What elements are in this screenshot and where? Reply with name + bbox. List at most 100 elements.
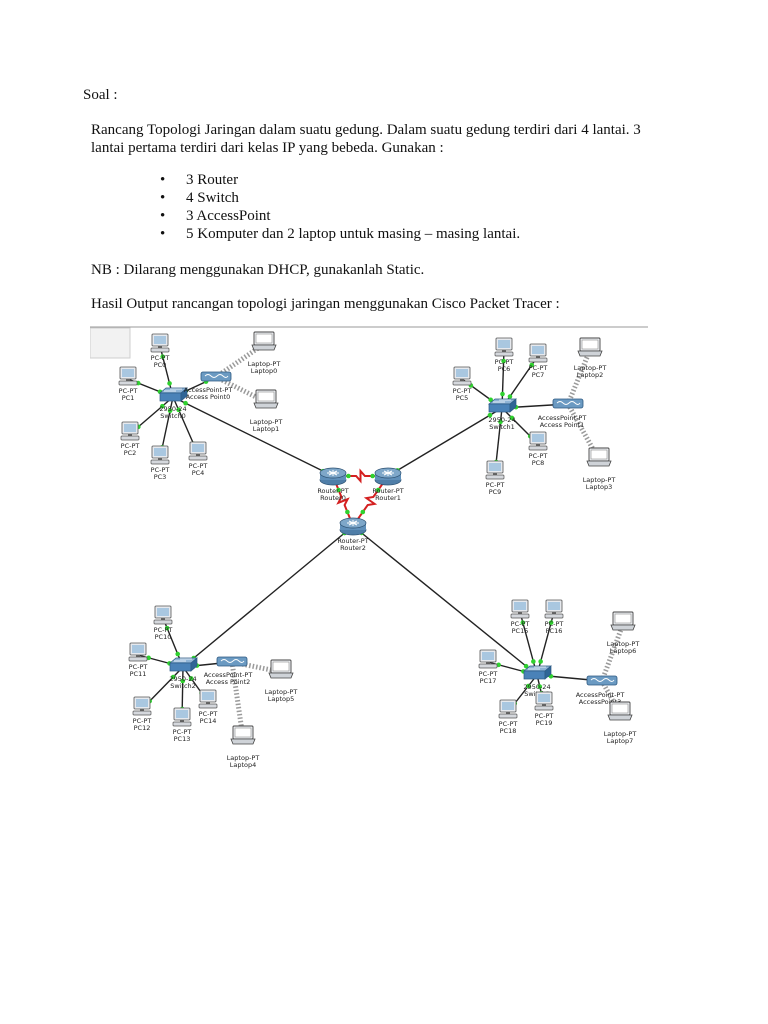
port-indicator [170,674,176,680]
device-type-label: Laptop-PT [583,476,616,484]
device-type-label: 2950-24 [523,683,550,691]
port-indicator [537,684,543,689]
port-indicator [520,620,526,625]
device-name-label: Access Point2 [206,678,251,686]
ethernet-link [387,407,503,477]
port-indicator [538,659,543,664]
device-name-label: Access Point1 [540,421,585,429]
device-type-label: AccessPoint-PT [204,671,253,679]
port-indicator [529,362,535,368]
device-name-label: Switch2 [170,682,196,690]
port-indicator [370,473,375,479]
port-indicator [164,625,170,631]
device-name-label: PC0 [154,361,167,369]
device-type-label: 2950-24 [488,416,515,424]
port-indicator [523,663,529,669]
port-indicator [336,487,341,493]
device-type-label: Laptop-PT [604,730,637,738]
port-indicator [360,509,366,515]
port-indicator [496,662,501,668]
wireless-link [599,679,623,716]
serial-link [352,475,389,527]
ethernet-link [182,525,354,668]
requirement-item: 4 Switch [160,189,520,207]
port-indicator [375,487,381,493]
port-indicator [183,400,188,406]
wireless-link [229,661,246,739]
device-type-label: PC-PT [189,462,208,470]
device-type-label: PC-PT [486,481,505,489]
serial-link [333,468,388,484]
device-name-label: PC5 [456,394,469,402]
device-type-label: PC-PT [199,710,218,718]
port-indicator [507,394,513,399]
port-indicator [175,651,181,657]
port-indicator [146,655,151,661]
device-type-label: PC-PT [529,452,548,460]
intro-line-1: Rancang Topologi Jaringan dalam suatu ge… [91,122,641,138]
device-name-label: Laptop5 [268,695,295,703]
device-name-label: PC18 [500,727,517,735]
port-indicator [498,419,503,425]
device-name-label: PC15 [512,627,529,635]
device-type-label: Laptop-PT [574,364,607,372]
port-indicator [188,676,194,681]
device-name-label: Laptop7 [607,737,634,745]
device-name-label: Access Point0 [186,393,231,401]
device-type-label: PC-PT [154,626,173,634]
port-indicator [500,391,505,397]
port-indicator [526,683,531,689]
device-name-label: AccessPoint3 [579,698,622,706]
serial-link [332,475,354,527]
device-type-label: Laptop-PT [607,640,640,648]
device-type-label: Laptop-PT [265,688,298,696]
requirements-list: 3 Router 4 Switch 3 AccessPoint 5 Komput… [160,171,520,243]
port-indicator [345,509,350,515]
device-name-label: Laptop6 [610,647,637,655]
port-indicator [501,358,506,364]
device-type-label: 2950-24 [169,675,196,683]
port-indicator [167,381,172,386]
requirement-item: 5 Komputer dan 2 laptop untuk masing – m… [160,225,520,243]
device-type-label: PC-PT [479,670,498,678]
device-type-label: 2950-24 [159,405,186,413]
intro-line-2: lantai pertama terdiri dari kelas IP yan… [91,140,444,156]
port-indicator [487,412,493,418]
device-type-label: PC-PT [129,663,148,671]
device-type-label: PC-PT [529,364,548,372]
device-type-label: AccessPoint-PT [576,691,625,699]
device-type-label: PC-PT [499,720,518,728]
device-name-label: PC2 [124,449,137,457]
device-type-label: PC-PT [151,466,170,474]
device-name-label: PC13 [174,735,191,743]
device-type-label: PC-PT [495,358,514,366]
device-name-label: Router2 [340,544,366,552]
requirement-item: 3 AccessPoint [160,207,520,225]
device-name-label: Laptop0 [251,367,278,375]
output-caption: Hasil Output rancangan topologi jaringan… [91,296,560,312]
port-indicator [488,397,493,403]
port-indicator [548,620,554,625]
wireless-link [214,341,266,380]
device-type-label: PC-PT [535,712,554,720]
